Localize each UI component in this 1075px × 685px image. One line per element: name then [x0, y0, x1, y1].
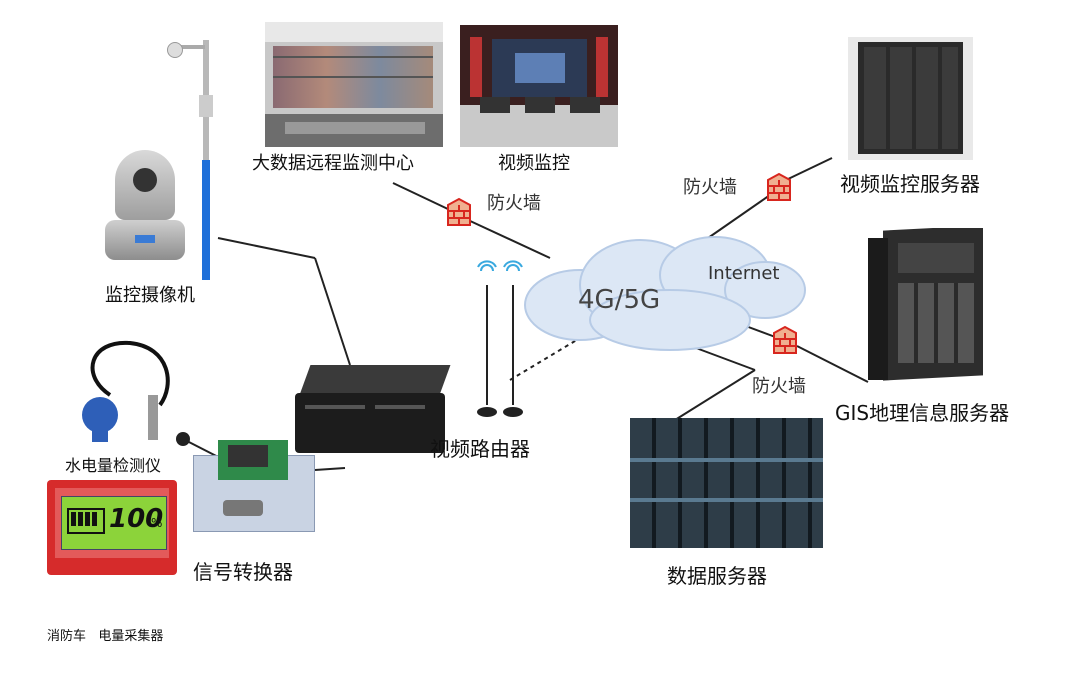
cloud-main-label: 4G/5G — [578, 285, 661, 315]
data-server-photo — [630, 418, 823, 548]
firewall-left-icon — [446, 197, 472, 227]
video-monitor-photo — [460, 25, 618, 147]
camera-pole — [165, 20, 225, 285]
collector-caption: 消防车 电量采集器 — [47, 629, 164, 644]
hydro-meter-device — [70, 335, 185, 445]
firewall-top-right-icon — [766, 172, 792, 202]
camera-label: 监控摄像机 — [105, 285, 195, 306]
bigdata-center-label: 大数据远程监测中心 — [252, 153, 414, 174]
firewall-left-label: 防火墙 — [487, 193, 541, 214]
video-monitor-label: 视频监控 — [498, 153, 570, 174]
gis-server-label: GIS地理信息服务器 — [835, 401, 1010, 425]
connector-dot — [176, 432, 190, 446]
gis-server-photo — [868, 228, 986, 383]
firewall-bottom-right-icon — [772, 325, 798, 355]
video-server-photo — [848, 37, 973, 160]
cloud-icon — [524, 236, 806, 351]
signal-converter-device — [193, 440, 318, 535]
router-antennas — [470, 255, 530, 425]
data-server-label: 数据服务器 — [667, 564, 767, 588]
bigdata-center-photo — [265, 22, 443, 147]
video-router-device — [295, 365, 455, 455]
hydro-meter-label: 水电量检测仪 — [65, 456, 162, 475]
battery-display: 100 % — [47, 480, 177, 575]
cloud-4g5g: 4G/5G Internet — [520, 230, 810, 360]
display-unit: % — [151, 516, 163, 530]
cloud-internet-label: Internet — [708, 263, 780, 284]
video-server-label: 视频监控服务器 — [840, 172, 980, 196]
display-percent: 100 — [109, 504, 164, 534]
converter-label: 信号转换器 — [193, 560, 293, 584]
router-label: 视频路由器 — [430, 437, 530, 461]
camera-device — [105, 150, 185, 265]
firewall-top-right-label: 防火墙 — [683, 177, 737, 198]
firewall-bottom-right-label: 防火墙 — [752, 376, 806, 397]
wifi-icon — [477, 260, 523, 417]
